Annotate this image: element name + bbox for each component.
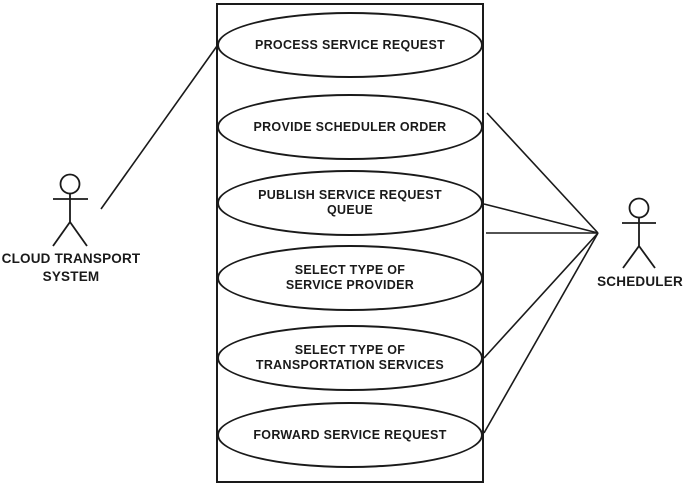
actor-figure-scheduler	[622, 197, 656, 269]
actor-right-leg	[638, 245, 656, 269]
association-scheduler-forwardservicerequest	[483, 232, 599, 434]
association-cloudtransport-processservicerequest	[100, 45, 218, 210]
use-case-label: SELECT TYPE OF SERVICE PROVIDER	[285, 263, 415, 292]
use-case-select-type-of-service-provider: SELECT TYPE OF SERVICE PROVIDER	[217, 245, 483, 311]
use-case-label: PROCESS SERVICE REQUEST	[254, 37, 446, 52]
actor-label-scheduler: SCHEDULER	[597, 274, 683, 289]
use-case-provide-scheduler-order: PROVIDE SCHEDULER ORDER	[217, 94, 483, 160]
use-case-forward-service-request: FORWARD SERVICE REQUEST	[217, 402, 483, 468]
association-scheduler-selecttransportationservices	[483, 232, 599, 359]
use-case-select-type-of-transportation-services: SELECT TYPE OF TRANSPORTATION SERVICES	[217, 325, 483, 391]
actor-right-leg	[69, 221, 88, 247]
system-boundary	[216, 3, 484, 483]
actor-figure-cloud-transport-system	[52, 173, 88, 247]
use-case-label: SELECT TYPE OF TRANSPORTATION SERVICES	[255, 343, 445, 372]
actor-label-cloud-transport-system: CLOUD TRANSPORT SYSTEM	[1, 251, 141, 284]
actor-head	[59, 173, 81, 195]
use-case-label: PUBLISH SERVICE REQUEST QUEUE	[258, 188, 442, 217]
association-scheduler-publishservicerequestqueue	[483, 203, 599, 234]
use-case-publish-service-request-queue: PUBLISH SERVICE REQUEST QUEUE	[217, 170, 483, 236]
use-case-label: PROVIDE SCHEDULER ORDER	[253, 119, 447, 134]
actor-head	[628, 197, 650, 219]
actor-left-leg	[52, 221, 71, 247]
use-case-process-service-request: PROCESS SERVICE REQUEST	[217, 12, 483, 78]
association-scheduler-provideschedulerorder	[486, 112, 599, 234]
actor-left-leg	[622, 245, 640, 269]
use-case-label: FORWARD SERVICE REQUEST	[253, 427, 447, 442]
